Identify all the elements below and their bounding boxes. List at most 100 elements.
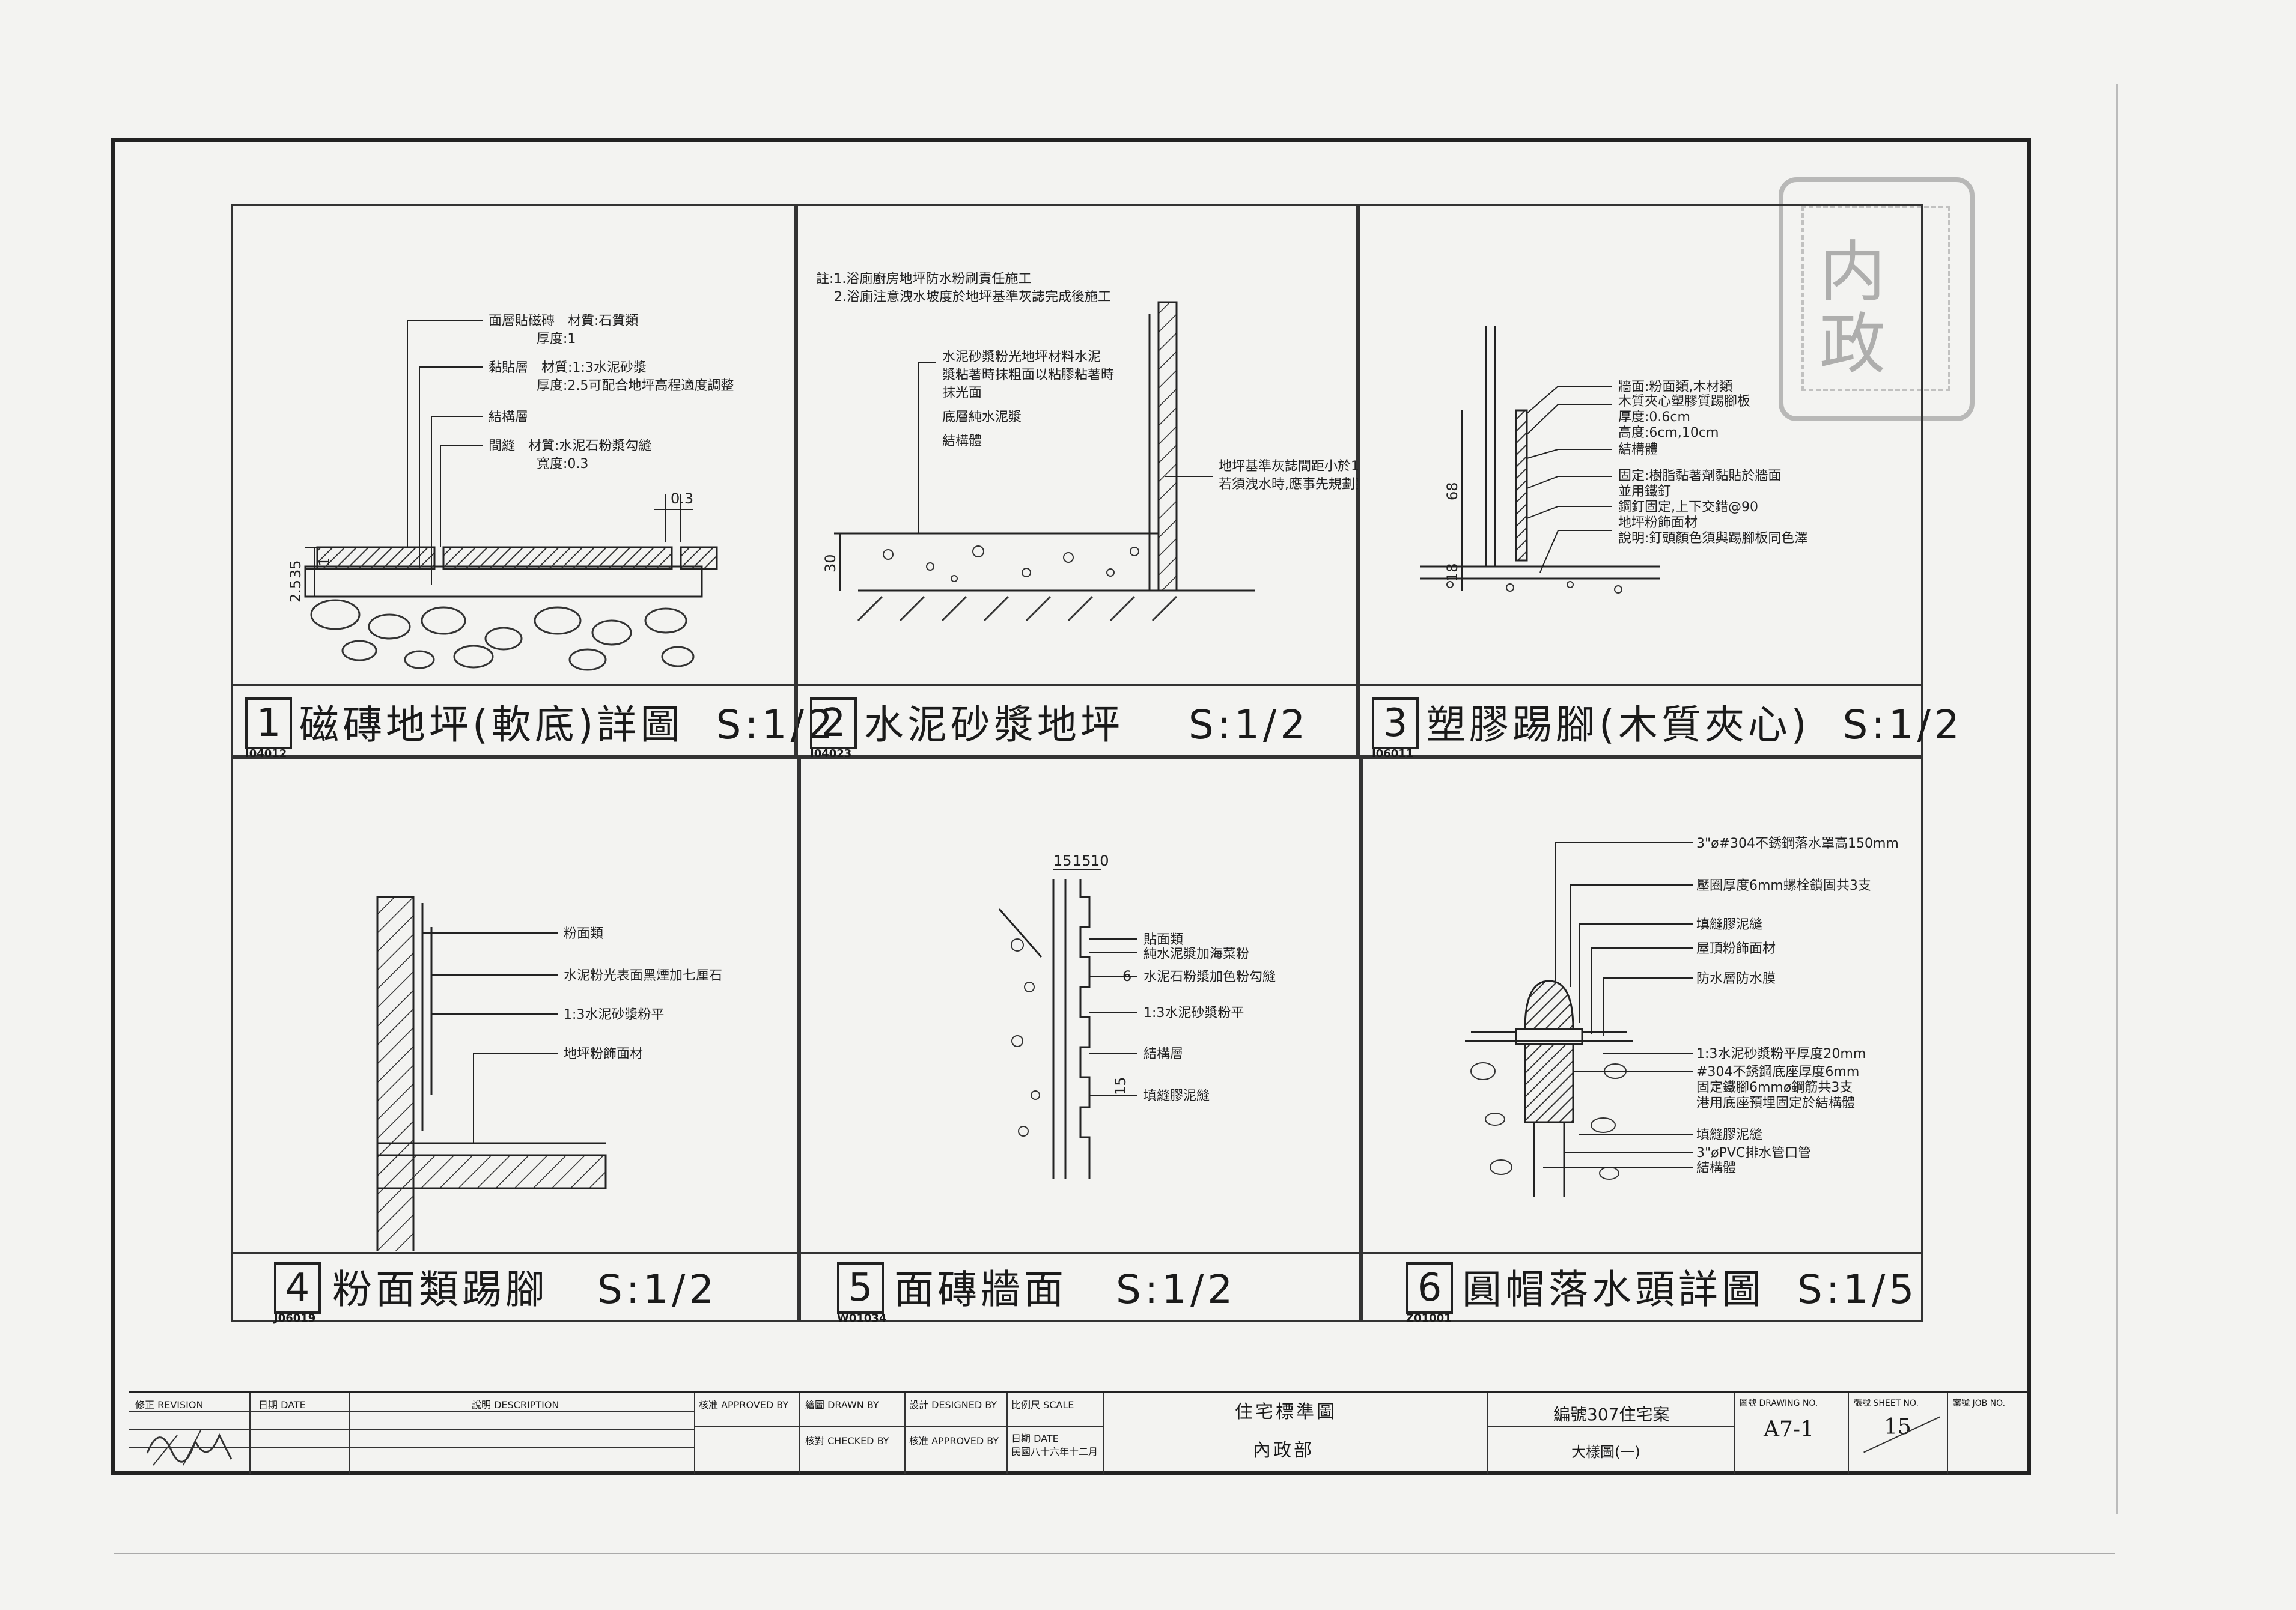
note: 水泥粉光表面黑煙加七厘石 xyxy=(564,968,722,983)
note: 厚度:1 xyxy=(537,332,576,347)
panel-title: 水泥砂漿地坪 S:1/2 xyxy=(864,702,1309,748)
tb-checked-label: 核對 CHECKED BY xyxy=(805,1435,889,1447)
note: 1:3水泥砂漿粉平厚度20mm xyxy=(1696,1046,1866,1062)
tb-date2-label: 日期 DATE xyxy=(1011,1433,1059,1444)
panel-5-drawing: 貼面類 純水泥漿加海菜粉 水泥石粉漿加色粉勾縫 1:3水泥砂漿粉平 結構層 填縫… xyxy=(998,852,1276,1179)
detail-code: Z01001 xyxy=(1406,1312,1452,1325)
note: 底層純水泥漿 xyxy=(942,410,1022,425)
note: 地坪基準灰誌間距小於1800 xyxy=(1219,459,1360,474)
note: 水泥砂漿粉光地坪材料水泥 xyxy=(942,350,1101,365)
panel-4: 粉面類 水泥粉光表面黑煙加七厘石 1:3水泥砂漿粉平 地坪粉飾面材 4 粉面類踢… xyxy=(231,757,799,1325)
note: 牆面:粉面類,木材類 xyxy=(1618,380,1732,395)
detail-code: W01034 xyxy=(837,1312,887,1325)
tb-sheet-no-label: 張號 SHEET NO. xyxy=(1854,1399,1919,1408)
note: 木質夾心塑膠質踢腳板 xyxy=(1618,394,1750,409)
note: 高度:6cm,10cm xyxy=(1618,425,1719,440)
note: 貼面類 xyxy=(1143,932,1183,947)
panel-title: 粉面類踢腳 S:1/2 xyxy=(332,1266,718,1313)
note: 註:1.浴廁廚房地坪防水粉刷責任施工 xyxy=(816,272,1031,287)
panel-2: 註:1.浴廁廚房地坪防水粉刷責任施工 2.浴廁注意洩水坡度於地坪基準灰誌完成後施… xyxy=(796,204,1360,760)
dimension: 35 xyxy=(287,560,304,579)
note: 填縫膠泥縫 xyxy=(1696,1128,1762,1143)
note: 壓圈厚度6mm螺栓鎖固共3支 xyxy=(1696,878,1871,893)
tb-sheet-name: 大樣圖(一) xyxy=(1571,1444,1640,1460)
note: 鋼釘固定,上下交錯@90 xyxy=(1618,500,1758,515)
note: 固定:樹脂黏著劑黏貼於牆面 xyxy=(1618,469,1781,484)
note: 2.浴廁注意洩水坡度於地坪基準灰誌完成後施工 xyxy=(834,290,1111,305)
revision-signature xyxy=(146,1429,233,1466)
panel-5: 貼面類 純水泥漿加海菜粉 水泥石粉漿加色粉勾縫 1:3水泥砂漿粉平 結構層 填縫… xyxy=(799,757,1361,1325)
panel-number: 3 xyxy=(1372,697,1419,749)
note: 結構體 xyxy=(942,434,982,449)
tb-description-label: 說明 DESCRIPTION xyxy=(472,1399,559,1411)
tb-scale-label: 比例尺 SCALE xyxy=(1011,1399,1074,1411)
note: 結構體 xyxy=(1618,442,1658,457)
panel-6-drawing: 3"ø#304不銹鋼落水罩高150mm 壓圈厚度6mm螺栓鎖固共3支 填縫膠泥縫… xyxy=(1465,836,1899,1197)
note: 純水泥漿加海菜粉 xyxy=(1143,947,1249,962)
note: 1:3水泥砂漿粉平 xyxy=(564,1007,664,1022)
dimension: 15 xyxy=(1053,852,1072,869)
panel-2-drawing: 註:1.浴廁廚房地坪防水粉刷責任施工 2.浴廁注意洩水坡度於地坪基準灰誌完成後施… xyxy=(816,272,1360,622)
note: 地坪粉飾面材 xyxy=(1618,515,1698,530)
panel-1-title-row: 1 磁磚地坪(軟底)詳圖 S:1/2 J04012 xyxy=(233,684,833,760)
dimension: 6 xyxy=(1122,968,1131,985)
drawing-frame xyxy=(111,138,2031,1475)
dimension: 10 xyxy=(1091,852,1109,869)
note: 水泥石粉漿加色粉勾縫 xyxy=(1143,970,1276,985)
panel-number: 1 xyxy=(245,697,292,749)
dimension: 68 xyxy=(1444,482,1461,500)
note: 地坪粉飾面材 xyxy=(564,1046,643,1062)
tb-project: 編號307住宅案 xyxy=(1553,1405,1670,1424)
note: 1:3水泥砂漿粉平 xyxy=(1143,1006,1244,1021)
note: 間縫 材質:水泥石粉漿勾縫 xyxy=(489,439,651,454)
dimension: 0.3 xyxy=(671,490,693,507)
note: 結構層 xyxy=(489,410,528,425)
page-edge-line xyxy=(2116,84,2118,1514)
panel-number: 2 xyxy=(810,697,857,749)
note: 固定鐵腳6mmø鋼筋共3支 xyxy=(1696,1080,1853,1095)
panel-title: 面磚牆面 S:1/2 xyxy=(894,1266,1237,1313)
note: 3"ø#304不銹鋼落水罩高150mm xyxy=(1696,836,1899,851)
note: 說明:釘頭顏色須與踢腳板同色澤 xyxy=(1618,531,1807,546)
note: 寬度:0.3 xyxy=(537,457,588,472)
tb-date-label: 日期 DATE xyxy=(258,1399,306,1411)
tb-org-title: 住宅標準圖 xyxy=(1235,1402,1337,1423)
panel-3-title-row: 3 塑膠踢腳(木質夾心) S:1/2 J06011 xyxy=(1360,684,1960,760)
panel-5-title-row: 5 面磚牆面 S:1/2 W01034 xyxy=(801,1252,1359,1325)
note: 厚度:0.6cm xyxy=(1618,410,1690,425)
dimension: 18 xyxy=(1444,563,1461,582)
tb-drawing-no-label: 圖號 DRAWING NO. xyxy=(1740,1399,1818,1408)
panel-3: 牆面:粉面類,木材類 木質夾心塑膠質踢腳板 厚度:0.6cm 高度:6cm,10… xyxy=(1358,204,1960,760)
note: 厚度:2.5可配合地坪高程適度調整 xyxy=(537,378,734,393)
tb-designed-label: 設計 DESIGNED BY xyxy=(909,1399,997,1411)
dimension: 15 xyxy=(1073,852,1091,869)
dimension: 2.5 xyxy=(287,580,304,603)
tb-revision-label: 修正 REVISION xyxy=(135,1399,204,1411)
note: 結構體 xyxy=(1696,1161,1736,1176)
detail-code: J06011 xyxy=(1372,747,1414,760)
dimension: 15 xyxy=(1112,1077,1129,1095)
panel-6-title-row: 6 圓帽落水頭詳圖 S:1/5 Z01001 xyxy=(1363,1252,1921,1325)
note: 黏貼層 材質:1:3水泥砂漿 xyxy=(489,360,647,375)
title-block: 修正 REVISION 日期 DATE 說明 DESCRIPTION 核准 AP… xyxy=(129,1391,2031,1474)
dimension: 1 xyxy=(316,557,333,567)
detail-code: J04023 xyxy=(810,747,852,760)
tb-date-value: 民國八十六年十二月 xyxy=(1011,1446,1098,1457)
panel-1-drawing: 面層貼磁磚 材質:石質類 厚度:1 黏貼層 材質:1:3水泥砂漿 厚度:2.5可… xyxy=(287,314,734,671)
tb-org-name: 內政部 xyxy=(1253,1440,1314,1461)
note: 屋頂粉飾面材 xyxy=(1696,941,1776,956)
note: 港用底座預埋固定於結構體 xyxy=(1696,1096,1855,1111)
note: 並用鐵釘 xyxy=(1618,484,1671,499)
panel-number: 5 xyxy=(837,1262,884,1314)
tb-drawing-no: A7-1 xyxy=(1764,1417,1814,1442)
official-seal: 内政 xyxy=(1779,177,1975,421)
tb-approved-label: 核准 APPROVED BY xyxy=(699,1399,789,1411)
panel-3-drawing: 牆面:粉面類,木材類 木質夾心塑膠質踢腳板 厚度:0.6cm 高度:6cm,10… xyxy=(1420,326,1807,594)
panel-title: 塑膠踢腳(木質夾心) S:1/2 xyxy=(1426,702,1963,748)
note: 若須洩水時,應事先規劃妥當 xyxy=(1219,476,1360,492)
panel-4-drawing: 粉面類 水泥粉光表面黑煙加七厘石 1:3水泥砂漿粉平 地坪粉飾面材 xyxy=(376,896,722,1251)
note: 填縫膠泥縫 xyxy=(1696,917,1762,932)
note: 3"øPVC排水管口管 xyxy=(1696,1146,1811,1161)
tb-drawn-label: 繪圖 DRAWN BY xyxy=(805,1399,879,1411)
note: 抹光面 xyxy=(942,386,982,401)
